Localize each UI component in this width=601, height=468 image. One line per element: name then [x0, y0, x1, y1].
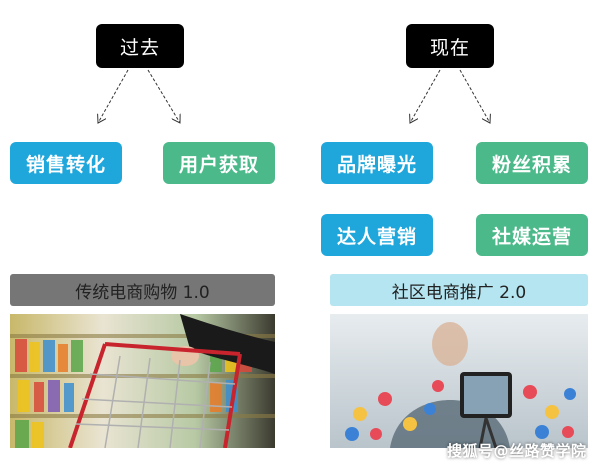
community-ecommerce-bar: 社区电商推广 2.0 — [330, 274, 588, 306]
present-header: 现在 — [406, 24, 494, 68]
sales-conversion-box: 销售转化 — [10, 142, 122, 184]
user-acquisition-box: 用户获取 — [163, 142, 275, 184]
arrow-past-right — [147, 69, 180, 123]
arrows — [0, 69, 601, 140]
past-header: 过去 — [96, 24, 184, 68]
brand-exposure-box: 品牌曝光 — [321, 142, 433, 184]
fan-accumulation-box: 粉丝积累 — [476, 142, 588, 184]
influencer-marketing-box: 达人营销 — [321, 214, 433, 256]
arrow-past-left — [98, 69, 129, 123]
arrow-present-right — [459, 69, 490, 123]
shopping-cart-photo — [10, 314, 275, 448]
arrow-present-left — [410, 69, 441, 123]
livestream-photo — [330, 314, 588, 448]
social-media-ops-box: 社媒运营 — [476, 214, 588, 256]
traditional-ecommerce-bar: 传统电商购物 1.0 — [10, 274, 275, 306]
watermark: 搜狐号@丝路赞学院 — [447, 442, 587, 460]
